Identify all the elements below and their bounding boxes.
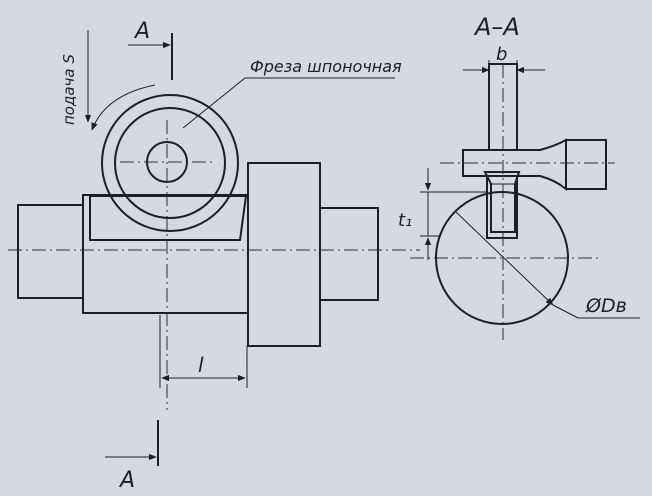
cutter-tip — [483, 171, 521, 233]
section-marker-top: A — [128, 19, 173, 80]
dim-diameter: ØDв — [455, 211, 640, 319]
cutter-main-view — [101, 94, 239, 232]
dim-length: l — [159, 315, 248, 388]
shaft-right-segment — [319, 207, 379, 301]
dim-length-label: l — [198, 353, 204, 377]
section-letter-bottom: A — [118, 468, 135, 493]
dim-width-label: b — [496, 44, 507, 65]
section-title: A–A — [473, 13, 520, 41]
dim-depth-label: t₁ — [398, 210, 412, 231]
dim-diameter-label: ØDв — [585, 295, 627, 317]
section-marker-bottom: A — [105, 420, 159, 493]
cutter-label: Фреза шпоночная — [250, 57, 402, 76]
cutter-inner-circle — [114, 107, 226, 219]
rotation-arrow — [91, 84, 156, 131]
section-letter-top: A — [133, 19, 150, 44]
arbor-body — [462, 138, 567, 192]
shaft-main-view — [17, 162, 379, 347]
feed-label: подача S — [60, 54, 78, 125]
shaft-left-segment — [17, 204, 84, 299]
section-view: b t₁ ØDв — [398, 44, 640, 340]
shaft-middle-segment — [82, 194, 249, 314]
dim-depth: t₁ — [398, 168, 488, 260]
dim-width: b — [463, 44, 545, 75]
cutter-callout: Фреза шпоночная — [182, 57, 402, 129]
shaft-shoulder — [247, 162, 321, 347]
arbor-end — [565, 139, 607, 190]
cutter-outer-circle — [101, 94, 239, 232]
feed-indicator: подача S — [60, 30, 156, 131]
keyway-section-hatch — [89, 195, 248, 241]
